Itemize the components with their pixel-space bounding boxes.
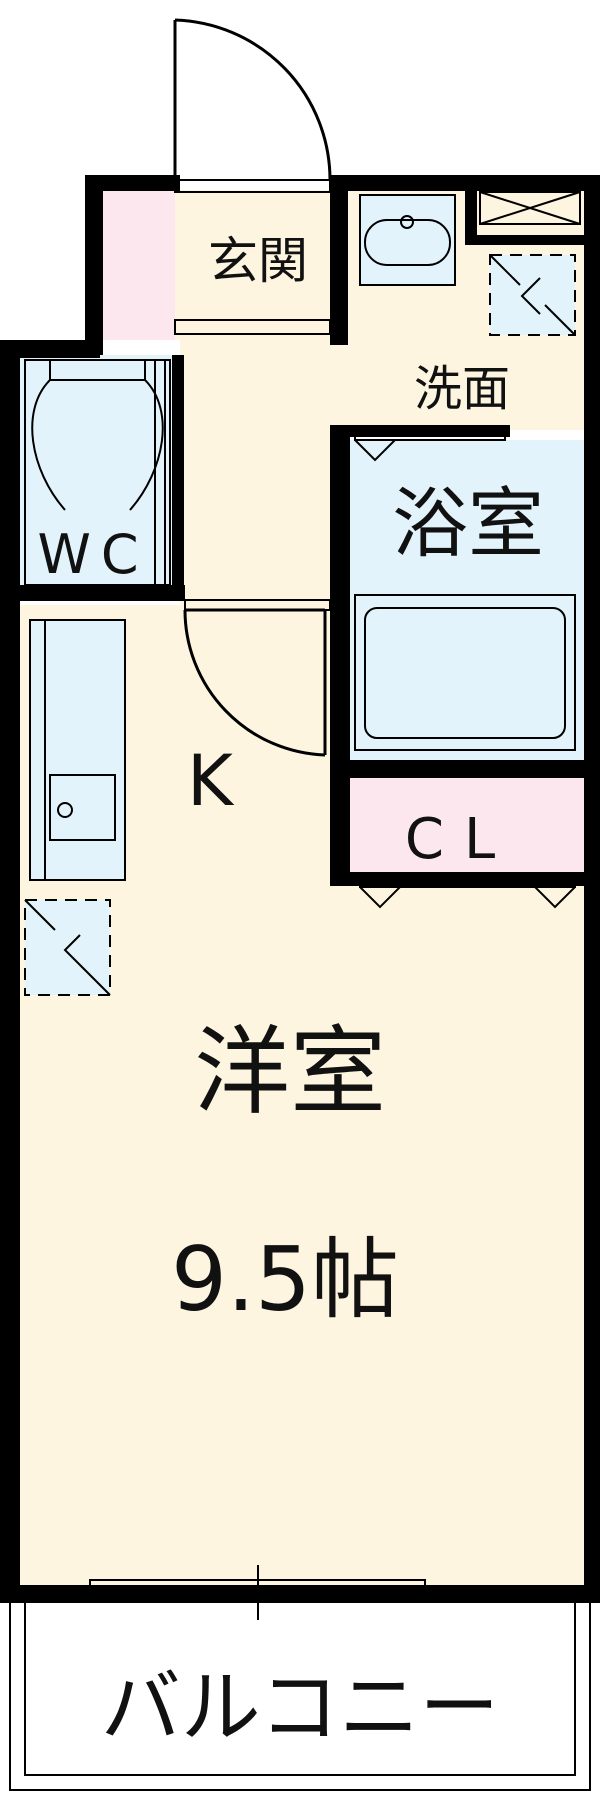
fixtures (9, 18, 591, 1791)
balcony-outline (9, 1603, 591, 1791)
room-labels: 玄関 洗面 浴室 WC K CL 洋室 9.5帖 バルコニー (37, 232, 544, 1754)
label-kitchen: K (187, 740, 235, 822)
entrance-floor (175, 190, 340, 340)
label-closet: CL (405, 807, 515, 872)
label-balcony: バルコニー (101, 1661, 499, 1754)
kitchen-floor (180, 340, 340, 610)
label-western-room-size: 9.5帖 (171, 1228, 399, 1331)
entrance-step (174, 179, 331, 193)
label-washroom: 洗面 (414, 361, 510, 417)
bathroom-floor (345, 440, 584, 760)
label-bathroom: 浴室 (392, 479, 544, 568)
label-western-room: 洋室 (194, 1016, 386, 1128)
storage-entry-fill (100, 190, 175, 340)
label-toilet: WC (37, 523, 148, 586)
entrance-sill (174, 319, 331, 335)
entrance-door (173, 18, 332, 181)
closet-floor (345, 775, 584, 875)
sink-wash (360, 195, 455, 285)
label-entrance: 玄関 (208, 232, 308, 290)
walls (0, 175, 600, 1603)
